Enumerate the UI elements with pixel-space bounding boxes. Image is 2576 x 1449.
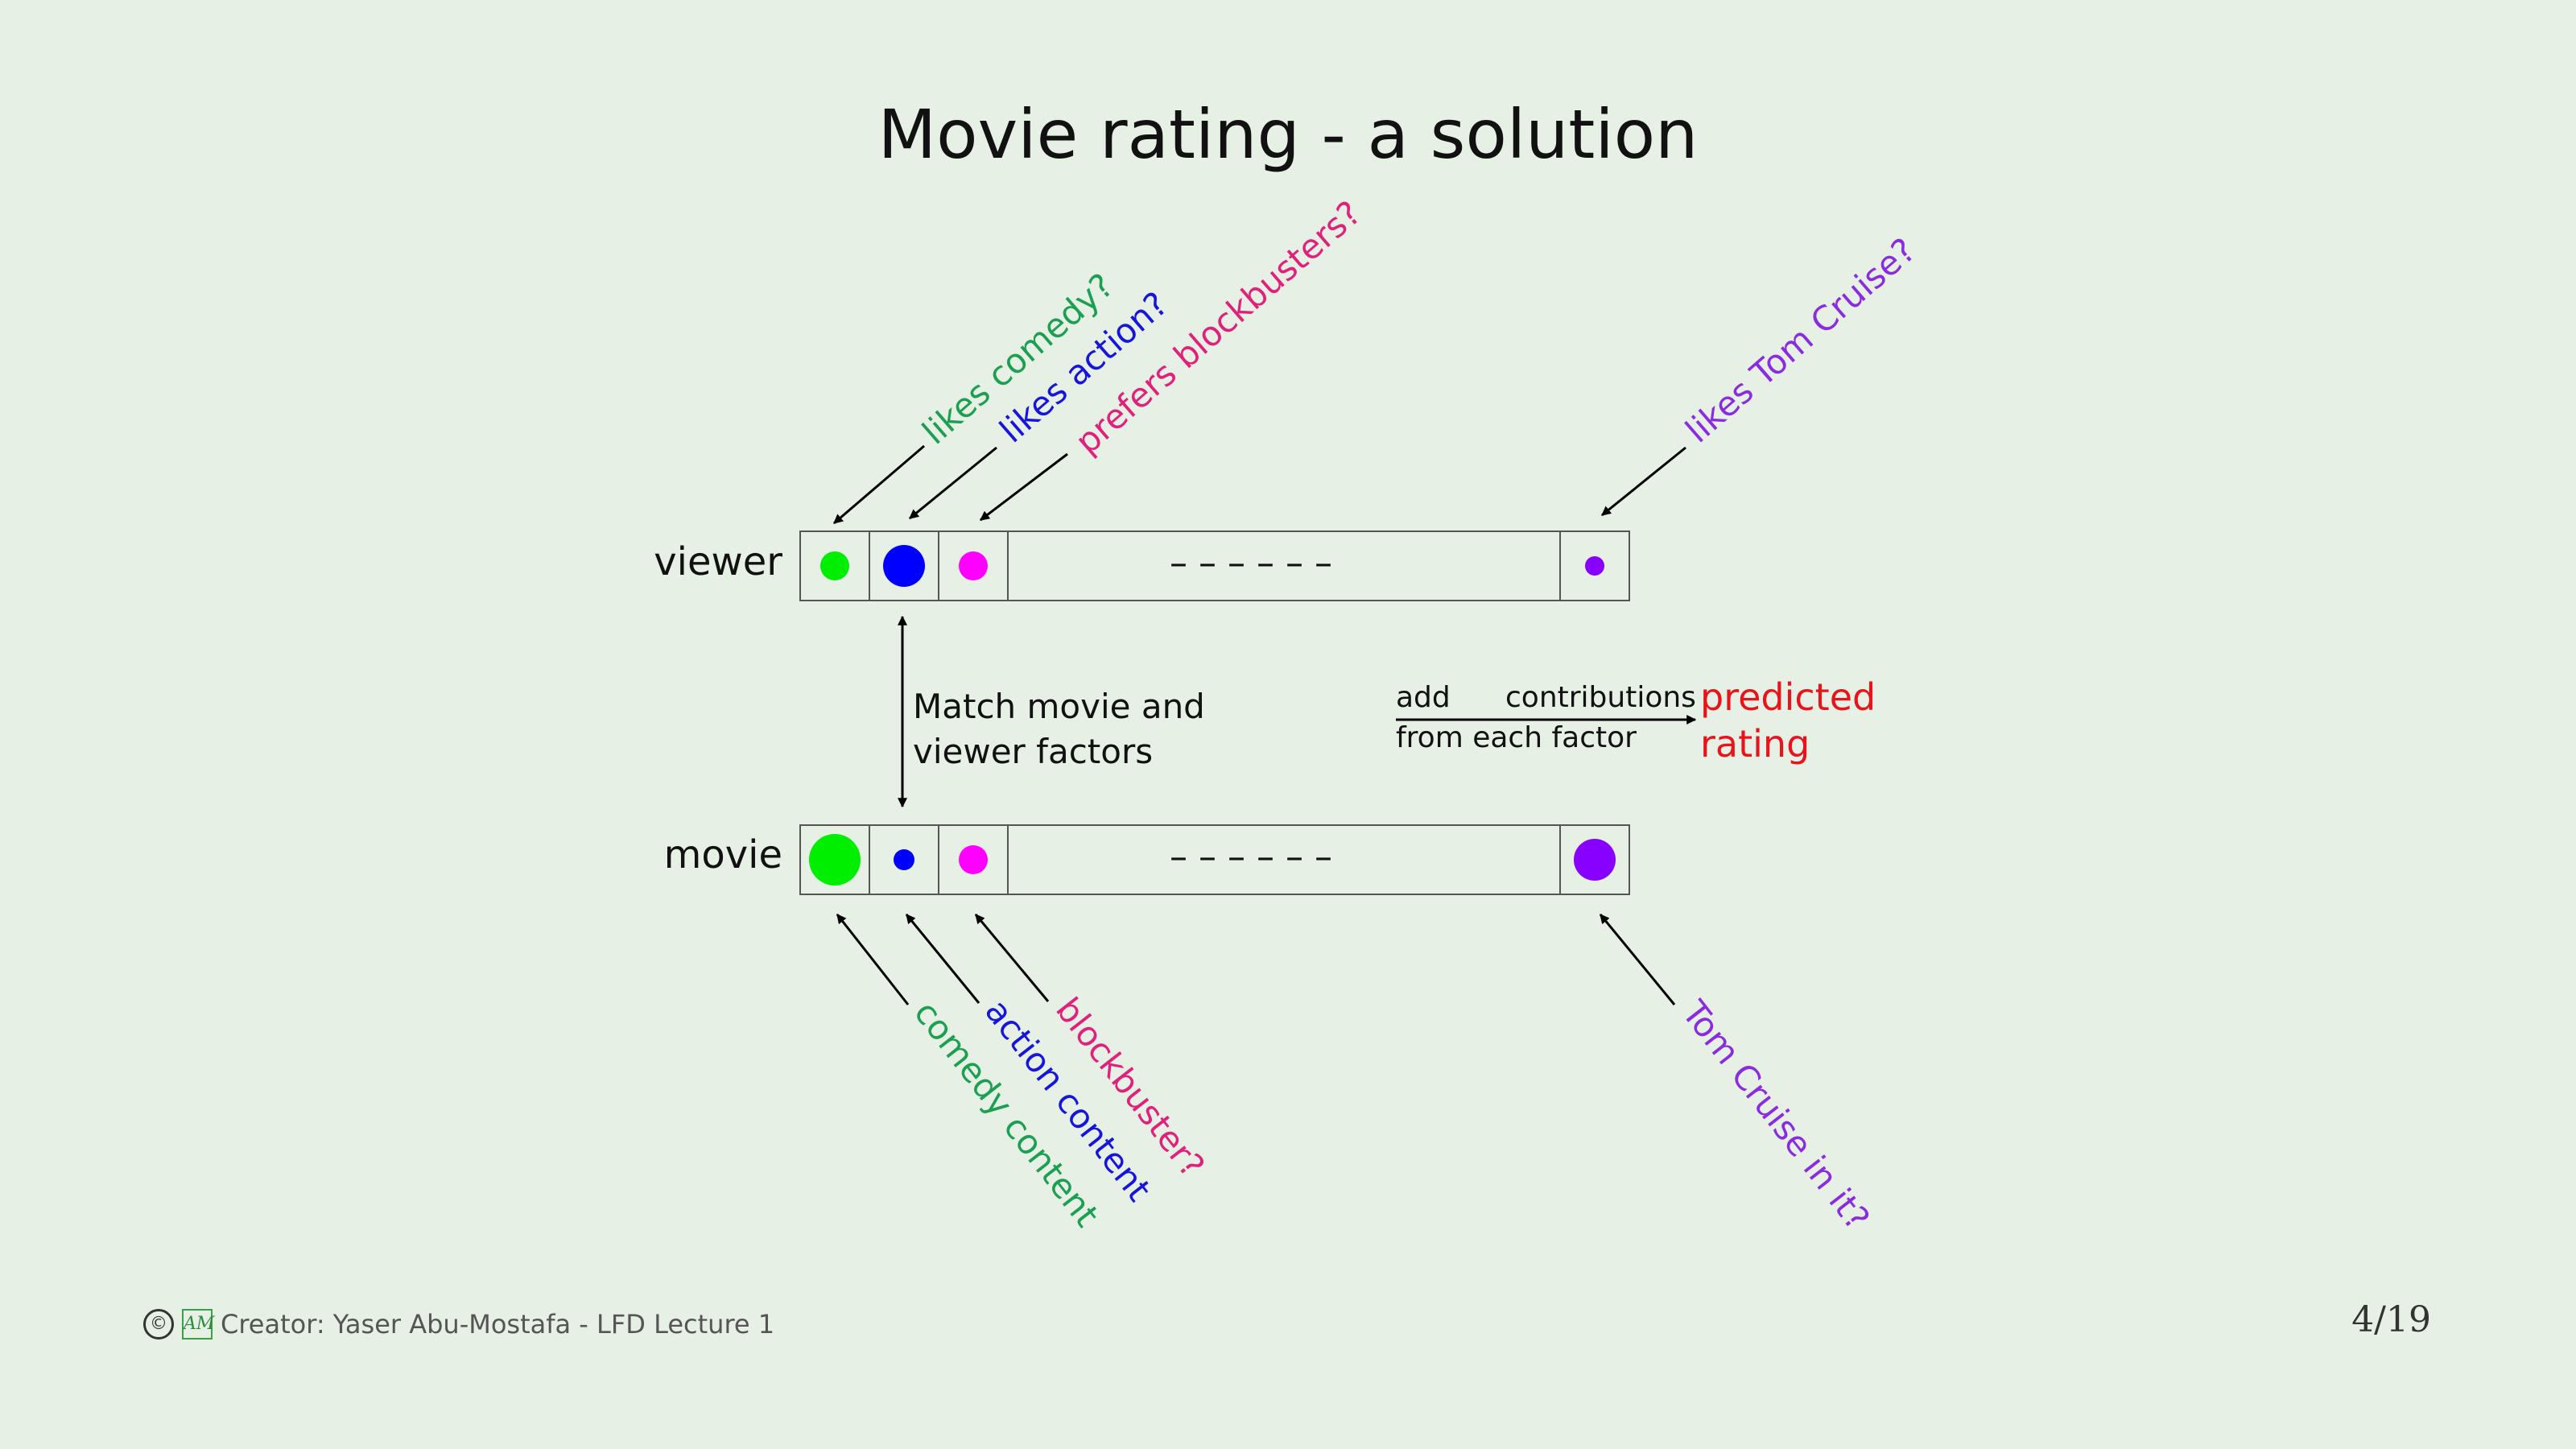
page-number: 4/19 (2351, 1299, 2431, 1340)
movie-vector: – – – – – – (799, 824, 1630, 895)
arrow-tomcruise-in-it (1599, 914, 1676, 1005)
match-text-line2: viewer factors (913, 732, 1153, 771)
movie-tomcruise-dot (1574, 839, 1616, 881)
viewer-action-dot (883, 545, 925, 587)
contrib-contributions: contributions (1505, 681, 1696, 714)
creator-text: Creator: Yaser Abu-Mostafa - LFD Lecture… (221, 1309, 775, 1340)
arrow-blockbuster (974, 914, 1050, 1002)
movie-blockbuster-dot (959, 845, 988, 874)
viewer-vector: – – – – – – (799, 530, 1630, 601)
movie-label: movie (664, 832, 782, 877)
arrow-prefers-blockbusters (980, 452, 1068, 522)
viewer-label: viewer (654, 539, 782, 584)
movie-comedy-dot (809, 834, 861, 886)
footer-credit: © AM Creator: Yaser Abu-Mostafa - LFD Le… (143, 1309, 774, 1340)
slide-title: Movie rating - a solution (877, 95, 1699, 174)
arrow-likes-action (909, 446, 997, 520)
viewer-blockbuster-dot (959, 551, 988, 580)
copyright-icon: © (143, 1309, 174, 1340)
label-likes-tomcruise: likes Tom Cruise? (1678, 230, 1922, 451)
arrow-likes-comedy (833, 444, 925, 525)
arrow-likes-tomcruise (1601, 446, 1686, 517)
predicted-line1: predicted (1700, 675, 1876, 719)
viewer-tomcruise-dot (1585, 556, 1604, 576)
arrow-comedy-content (836, 914, 910, 1005)
arrow-action-content (905, 914, 980, 1004)
lfd-logo-icon: AM (182, 1309, 214, 1340)
label-tomcruise-in-it: Tom Cruise in it? (1674, 993, 1878, 1237)
contrib-add: add (1396, 681, 1451, 714)
movie-dashes: – – – – – – (1170, 836, 1332, 877)
viewer-comedy-dot (820, 551, 849, 580)
predicted-line2: rating (1700, 722, 1810, 766)
match-text-line1: Match movie and (913, 687, 1205, 726)
contrib-from-each: from each factor (1396, 721, 1637, 754)
viewer-dashes: – – – – – – (1170, 543, 1332, 584)
movie-action-dot (894, 849, 914, 870)
